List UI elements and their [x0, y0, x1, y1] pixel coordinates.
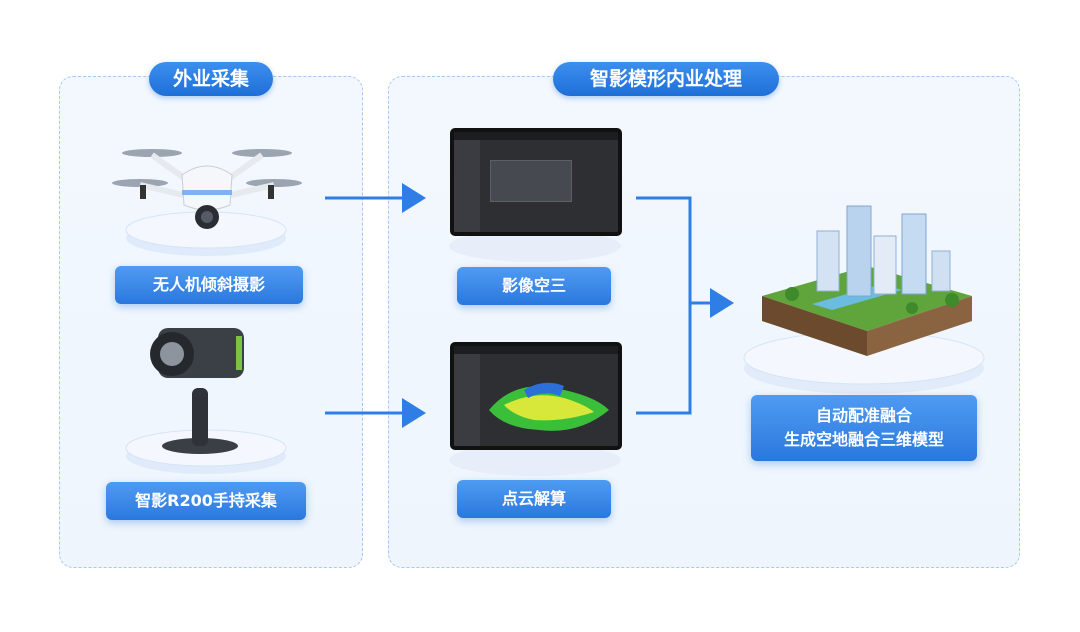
output-label-line2: 生成空地融合三维模型: [783, 430, 944, 449]
output-label-line1: 自动配准融合: [815, 406, 912, 425]
triangulation-pedestal: [449, 230, 621, 262]
triangulation-monitor: [450, 128, 622, 236]
merge-connector: [636, 196, 692, 415]
output-label: 自动配准融合 生成空地融合三维模型: [751, 395, 977, 461]
pointcloud-pedestal: [449, 444, 621, 476]
3d-city-model-icon: [762, 205, 972, 356]
scanner-label: 智影R200手持采集: [106, 482, 306, 520]
office-processing-title: 智影模形内业处理: [553, 62, 779, 96]
triangulation-label: 影像空三: [457, 267, 611, 305]
pointcloud-monitor: [450, 342, 622, 450]
field-collection-title: 外业采集: [149, 62, 273, 96]
drone-label: 无人机倾斜摄影: [115, 266, 303, 304]
handheld-scanner-icon: [150, 328, 244, 454]
drone-icon: [112, 149, 302, 229]
pointcloud-label: 点云解算: [457, 480, 611, 518]
model-pedestal: [743, 331, 985, 394]
